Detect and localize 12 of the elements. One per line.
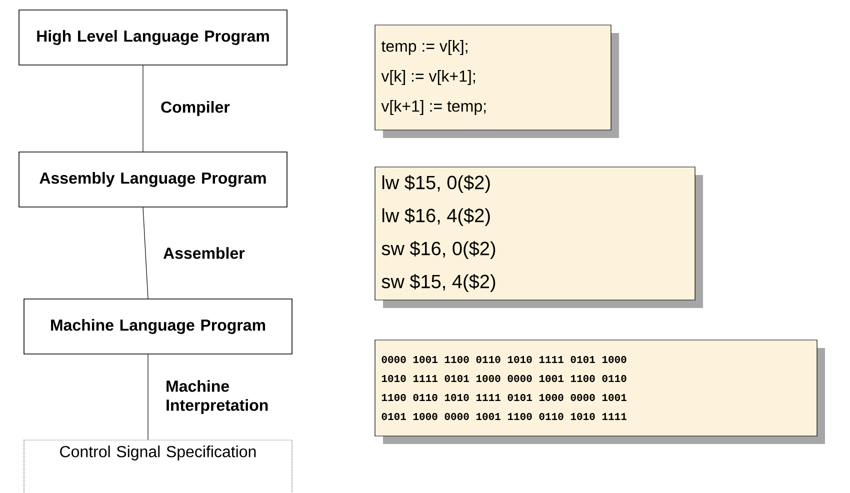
edge-label: Machine Interpretation <box>166 380 268 414</box>
program-box: Control Signal Specification <box>24 440 292 493</box>
connector-line <box>142 207 148 299</box>
program-box: Machine Language Program <box>24 298 292 354</box>
edge-label: Assembler <box>163 247 245 259</box>
code-box: lw $15, 0($2) lw $16, 4($2) sw $16, 0($2) sw $15, 4($2) <box>374 166 703 308</box>
program-box: High Level Language Program <box>18 10 288 66</box>
program-box: Assembly Language Program <box>18 152 288 208</box>
code-box: temp := v[k]; v[k] := v[k+1]; v[k+1] := temp; <box>374 24 619 138</box>
code-box: 0000 1001 1100 0110 1010 1111 0101 1000 1010 1111 0101 1000 0000 1001 1100 0110 1100 0110 1010 1111 0101 1000 0000 1001 0101 1000 0000 1001 1100 0110 1010 1111 <box>374 340 826 444</box>
edge-label: Compiler <box>161 101 230 116</box>
connector-line <box>142 65 144 152</box>
